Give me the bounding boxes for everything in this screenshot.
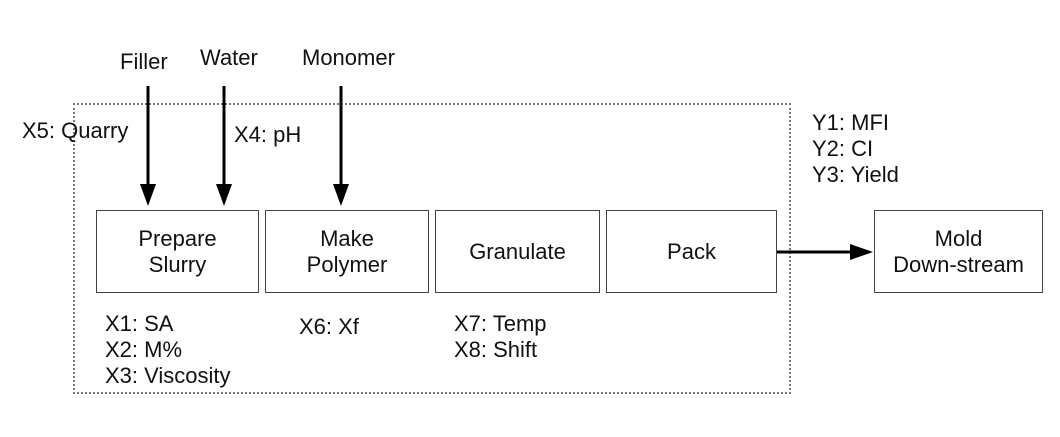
variable-x3: X3: Viscosity — [105, 363, 231, 388]
prepare-slurry-box: Prepare Slurry — [96, 210, 259, 293]
pack-label: Pack — [667, 238, 716, 264]
variable-x8: X8: Shift — [454, 337, 538, 362]
output-arrow — [777, 244, 873, 260]
filler-label: Filler — [120, 49, 168, 74]
make-polymer-variables: X6: Xf — [299, 314, 359, 340]
water-label: Water — [200, 45, 258, 70]
variable-x7: X7: Temp — [454, 311, 547, 336]
responses-list: Y1: MFI Y2: CI Y3: Yield — [812, 110, 899, 188]
response-y3: Y3: Yield — [812, 162, 899, 187]
prepare-slurry-line-1: Prepare — [138, 225, 217, 251]
make-polymer-line-1: Make — [320, 225, 374, 251]
prepare-slurry-variables: X1: SA X2: M% X3: Viscosity — [105, 311, 231, 389]
mold-downstream-line-2: Down-stream — [893, 251, 1024, 277]
monomer-label: Monomer — [302, 45, 395, 70]
pack-box: Pack — [606, 210, 777, 293]
granulate-variables: X7: Temp X8: Shift — [454, 311, 547, 363]
water-arrow — [216, 86, 232, 206]
variable-x1: X1: SA — [105, 311, 174, 336]
response-y1: Y1: MFI — [812, 110, 890, 135]
mold-downstream-box: Mold Down-stream — [874, 210, 1043, 293]
variable-x2: X2: M% — [105, 337, 183, 362]
response-y2: Y2: CI — [812, 136, 874, 161]
granulate-box: Granulate — [435, 210, 600, 293]
x4-ph-label: X4: pH — [234, 122, 302, 147]
make-polymer-line-2: Polymer — [306, 251, 388, 277]
x5-quarry-label: X5: Quarry — [22, 118, 129, 143]
monomer-arrow — [333, 86, 349, 206]
mold-downstream-line-1: Mold — [934, 225, 983, 251]
filler-arrow — [140, 86, 156, 206]
prepare-slurry-line-2: Slurry — [148, 251, 207, 277]
granulate-label: Granulate — [469, 238, 566, 264]
process-boundary — [73, 103, 791, 394]
make-polymer-box: Make Polymer — [265, 210, 429, 293]
variable-x6: X6: Xf — [299, 314, 359, 339]
